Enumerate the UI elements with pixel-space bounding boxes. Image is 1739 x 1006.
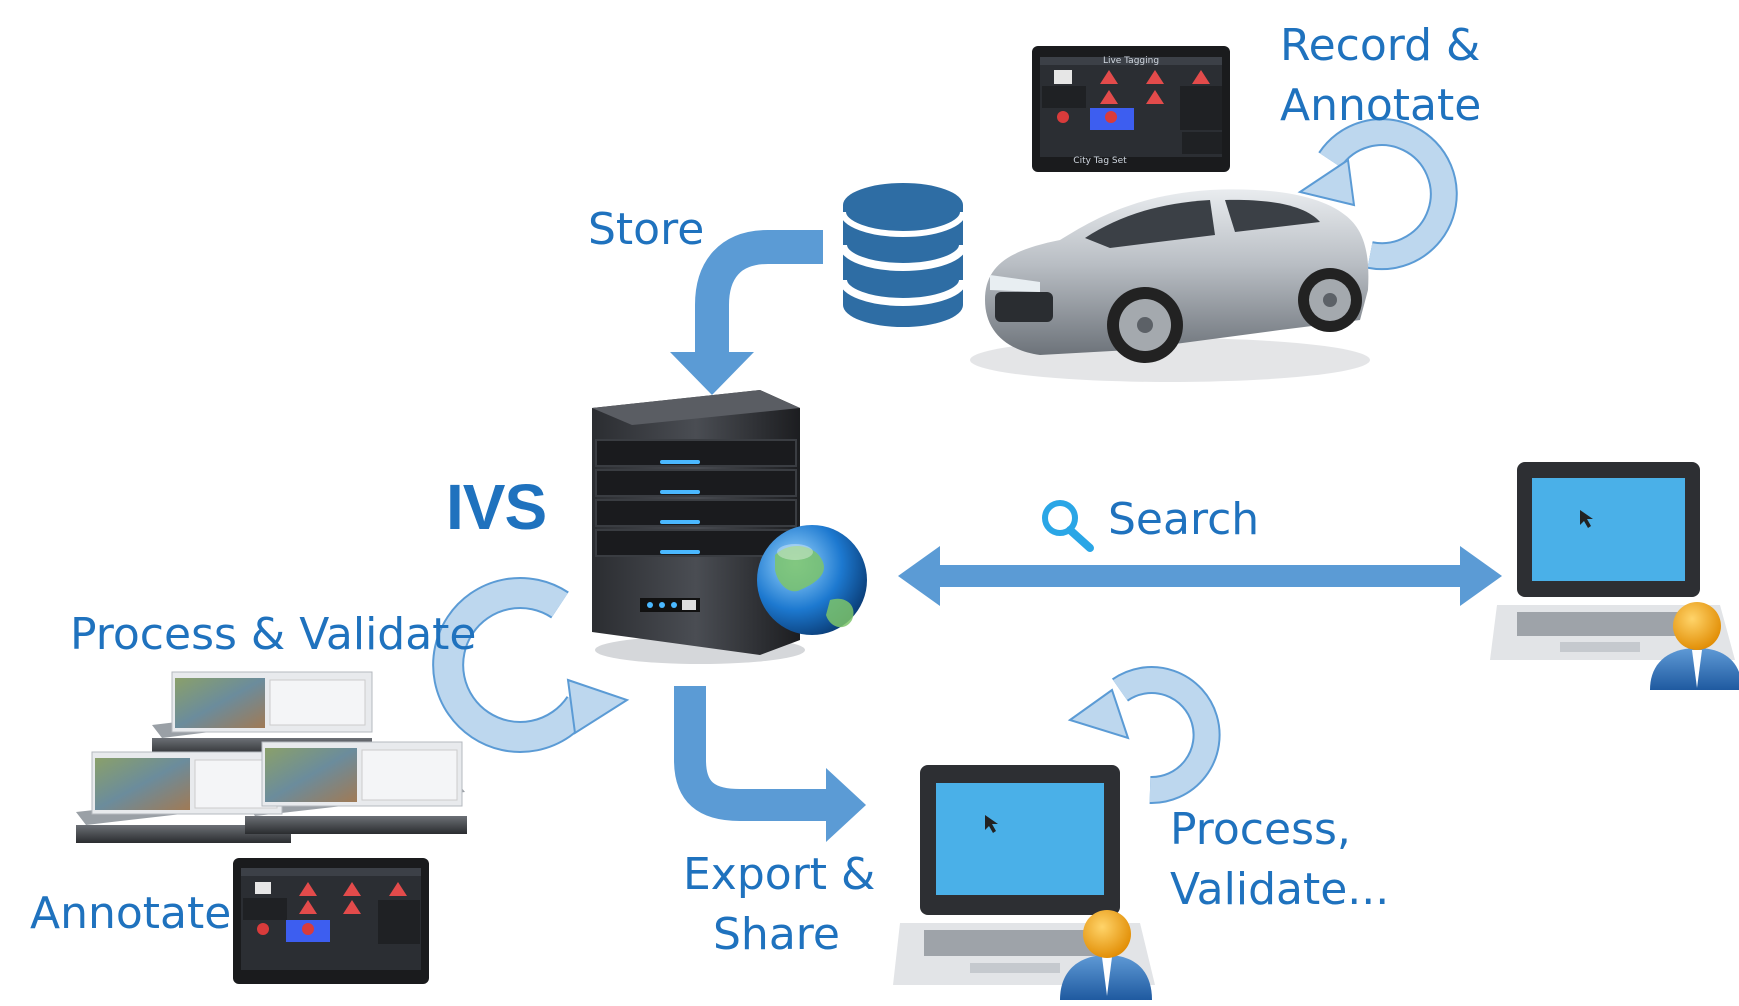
export-arrow — [674, 686, 866, 842]
process-cycle-arrow — [432, 576, 630, 753]
process-validate-cycle-arrow — [1067, 666, 1221, 805]
export-share-label-line2: Share — [713, 909, 840, 960]
rack-server-icon — [76, 671, 467, 843]
car-icon — [970, 189, 1370, 382]
process-validate-dots-label-line1: Process, — [1170, 804, 1351, 855]
tablet-icon: Live Tagging City Tag Set — [1032, 46, 1230, 172]
record-annotate-label-line1: Record & — [1280, 20, 1481, 71]
search-icon — [1042, 500, 1094, 552]
server-icon — [592, 390, 805, 664]
store-arrow — [670, 230, 823, 395]
record-annotate-label-line2: Annotate — [1280, 80, 1482, 131]
annotate-label: Annotate — [30, 888, 232, 939]
user-icon-bottom — [1060, 910, 1152, 1000]
export-share-label-line1: Export & — [683, 849, 876, 900]
process-validate-dots-label-line2: Validate... — [1170, 864, 1390, 915]
process-validate-label: Process & Validate — [70, 609, 477, 660]
store-label: Store — [588, 204, 705, 255]
record-cycle-arrow — [1297, 118, 1458, 271]
ivs-label: IVS — [446, 471, 547, 543]
tablet-icon-bottom — [233, 858, 429, 984]
search-double-arrow — [898, 546, 1502, 606]
laptop-icon-right — [1490, 462, 1735, 660]
tablet-title: Live Tagging — [1103, 56, 1159, 66]
user-icon-right — [1650, 602, 1739, 690]
search-label: Search — [1108, 494, 1260, 545]
database-icon — [839, 183, 967, 327]
tablet-footer: City Tag Set — [1073, 156, 1127, 166]
globe-icon — [757, 525, 867, 635]
